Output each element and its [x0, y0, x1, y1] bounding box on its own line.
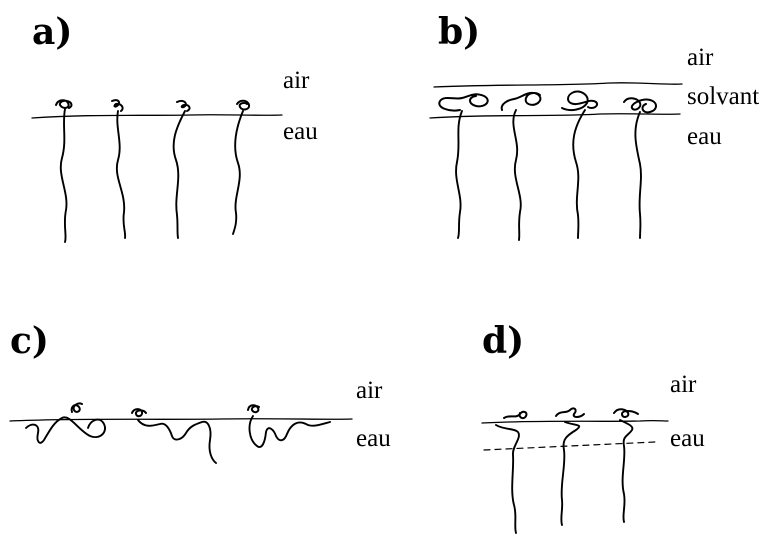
panel-d-molecule-3-head [613, 408, 639, 418]
panel-a-molecule-3 [172, 99, 191, 239]
panel-c-molecule-1-chain [25, 416, 106, 444]
panel-d-molecule-2 [555, 407, 585, 526]
panel-a-molecule-1 [55, 99, 73, 243]
panel-d-water-label: eau [670, 425, 705, 452]
panel-b-molecule-3 [561, 90, 598, 239]
panel-d-molecule-2-head [555, 407, 585, 418]
panel-c-molecule-1 [25, 402, 106, 444]
panel-b-solvent-water-interface [429, 113, 681, 119]
panel-b-molecule-3-head [561, 90, 598, 112]
panel-b-molecule-2 [500, 91, 542, 241]
panel-b-molecule-3-chain [572, 109, 586, 239]
panel-c-air-label: air [356, 377, 383, 404]
panel-a-molecule-1-head [55, 99, 73, 109]
panel-a-molecule-4-chain [232, 110, 244, 235]
panel-d-dashed-boundary-line [483, 441, 656, 451]
panel-a-molecule-2 [111, 99, 127, 239]
panel-b-air-label: air [687, 44, 714, 71]
panel-c-molecule-2-chain [137, 419, 217, 464]
panel-a-molecule-4-head [236, 99, 251, 111]
panel-d-molecule-1-chain [495, 424, 520, 534]
panel-b-molecule-4 [623, 97, 657, 239]
panel-a: a) air eau [31, 11, 318, 243]
panel-a-label: a) [32, 11, 72, 53]
panel-d-molecule-2-chain [560, 421, 581, 526]
panel-c: c) air eau [9, 320, 391, 464]
panel-c-water-label: eau [356, 425, 391, 452]
panel-d-air-water-interface [481, 419, 669, 424]
panel-a-molecule-2-head [111, 99, 124, 112]
panel-b: b) air solvant eau [429, 11, 759, 241]
panel-b-water-label: eau [687, 123, 722, 150]
panel-d-molecule-3 [613, 408, 639, 523]
panel-c-molecule-2 [131, 408, 217, 464]
panel-b-molecule-1-chain [455, 110, 463, 239]
panel-c-molecule-3 [247, 404, 331, 448]
panel-c-molecule-1-head [70, 402, 83, 413]
panel-b-molecule-4-chain [634, 111, 642, 239]
panel-a-air-water-interface [31, 114, 283, 119]
panel-d-label: d) [482, 320, 524, 362]
panel-a-molecule-1-chain [59, 108, 68, 243]
panel-b-molecule-4-head [623, 97, 657, 114]
panel-d-molecule-1-head [503, 410, 528, 420]
panel-a-molecule-3-head [176, 99, 191, 112]
panel-c-molecule-3-head [247, 404, 260, 414]
panel-d-air-label: air [670, 371, 697, 398]
panel-c-molecule-2-head [131, 408, 147, 418]
panel-a-water-label: eau [283, 118, 318, 145]
panel-d: d) air eau [481, 320, 705, 534]
panel-a-molecule-4 [232, 99, 251, 235]
panel-d-molecule-3-chain [619, 419, 634, 523]
panel-b-air-solvent-interface [433, 82, 683, 88]
panel-a-molecule-3-chain [172, 110, 186, 239]
panel-b-molecule-1-head [438, 93, 489, 112]
panel-a-air-label: air [283, 67, 310, 94]
panel-a-molecule-2-chain [115, 110, 127, 239]
panel-b-molecule-2-head [500, 91, 542, 111]
panel-b-solvent-label: solvant [687, 83, 759, 110]
panel-b-molecule-1 [438, 93, 489, 239]
panel-d-molecule-1 [495, 410, 528, 534]
panel-c-label: c) [10, 320, 49, 362]
panel-b-molecule-2-chain [512, 109, 522, 241]
panel-c-molecule-3-chain [248, 415, 331, 448]
panel-b-label: b) [438, 11, 480, 53]
